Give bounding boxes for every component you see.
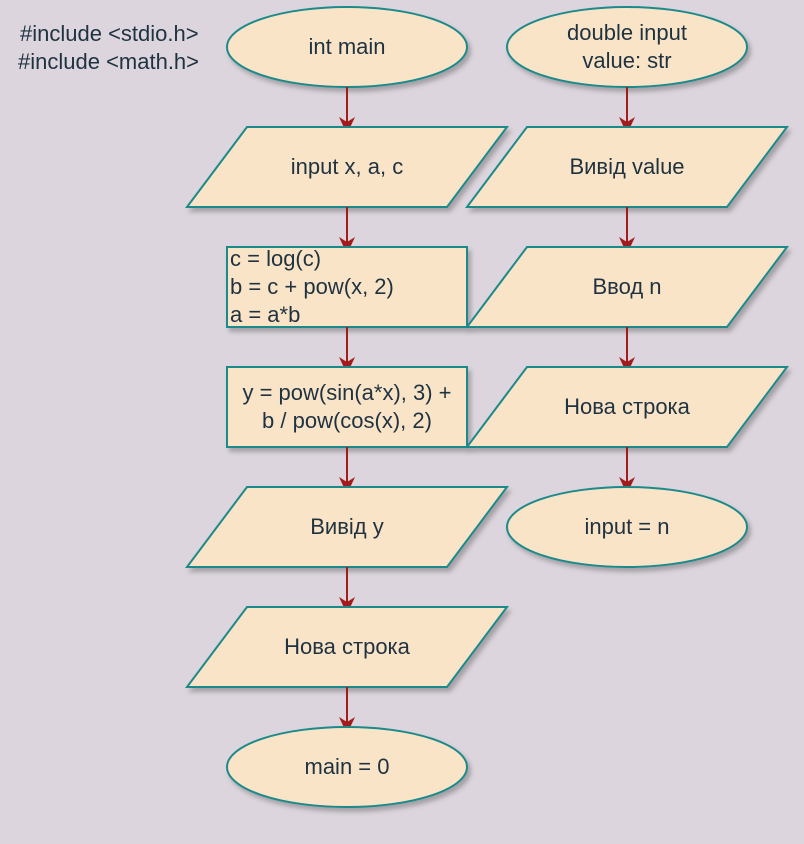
main-node-7-terminal — [226, 726, 468, 808]
main-node-4-process — [226, 366, 468, 448]
main-node-3-shape — [226, 246, 468, 328]
main-node-6-shape — [185, 606, 509, 688]
main-node-1-terminal — [226, 6, 468, 88]
main-node-1-shape — [226, 6, 468, 88]
input-node-3-io — [465, 246, 789, 328]
main-node-2-shape — [185, 126, 509, 208]
input-node-5-terminal — [506, 486, 748, 568]
main-node-5-io — [185, 486, 509, 568]
input-node-1-terminal — [506, 6, 748, 88]
main-node-7-shape — [226, 726, 468, 808]
input-node-4-io — [465, 366, 789, 448]
input-node-2-shape — [465, 126, 789, 208]
input-node-3-shape — [465, 246, 789, 328]
main-node-4-shape — [226, 366, 468, 448]
input-node-1-shape — [506, 6, 748, 88]
input-node-2-io — [465, 126, 789, 208]
include-math: #include <math.h> — [18, 49, 200, 74]
main-node-6-io — [185, 606, 509, 688]
include-stdio: #include <stdio.h> — [20, 21, 199, 46]
input-node-4-shape — [465, 366, 789, 448]
main-node-2-io — [185, 126, 509, 208]
input-node-5-shape — [506, 486, 748, 568]
main-node-3-process — [226, 246, 468, 328]
main-node-5-shape — [185, 486, 509, 568]
